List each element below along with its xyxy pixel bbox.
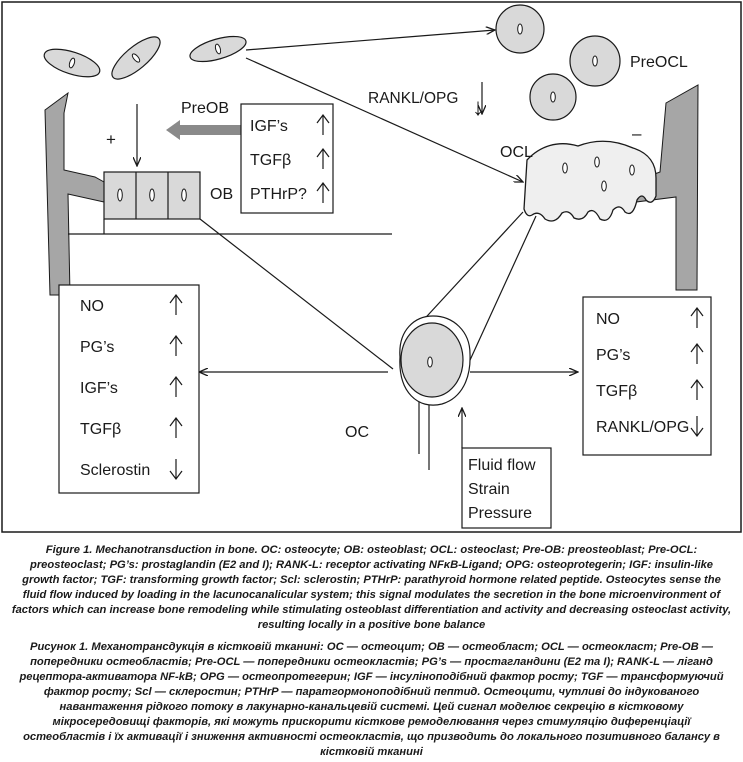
stimulus-label: Fluid flow <box>468 457 536 474</box>
up-arrow-icon <box>169 294 183 315</box>
up-arrow-icon <box>169 335 183 356</box>
up-arrow-icon <box>169 376 183 397</box>
up-arrow-icon <box>316 114 330 135</box>
oc-label: OC <box>345 424 369 441</box>
preob-cell-1 <box>43 48 101 78</box>
osteoblast-layer <box>103 171 201 220</box>
osteoclast <box>523 140 657 222</box>
preob-arrow-icon <box>166 120 242 140</box>
down-arrow-icon <box>690 416 704 437</box>
stimulus-label: Strain <box>468 481 510 498</box>
right-factors-name: PG’s <box>596 347 630 364</box>
figure-caption-english: Figure 1. Mechanotransduction in bone. O… <box>11 544 732 631</box>
up-arrow-icon <box>690 343 704 364</box>
rankl-opg-label: RANKL/OPG <box>368 90 458 107</box>
left-bone-arrow <box>44 91 105 296</box>
right-factors-name: TGFβ <box>596 383 637 400</box>
left-factors-name: IGF’s <box>80 380 118 397</box>
up-arrow-icon <box>316 148 330 169</box>
left-factors-name: Sclerostin <box>80 462 150 479</box>
preob-label: PreOB <box>181 100 229 117</box>
up-arrow-icon <box>690 307 704 328</box>
figure-frame <box>1 1 742 533</box>
plus-sign: + <box>106 130 116 149</box>
up-arrow-icon <box>690 379 704 400</box>
down-arrow-icon <box>169 459 183 480</box>
right-factors-name: RANKL/OPG <box>596 419 689 436</box>
minus-sign: – <box>632 124 642 143</box>
mechanotransduction-figure: PreOB + OB PreOCL RANKL/OPG ↓ OCL – OC I… <box>1 1 742 533</box>
preocl-label: PreOCL <box>630 54 688 71</box>
figure-caption-ukrainian: Рисунок 1. Механотрансдукція в кістковій… <box>19 641 724 758</box>
left-factors-name: PG’s <box>80 339 114 356</box>
preob-cell-2 <box>111 36 161 80</box>
right-factors-name: NO <box>596 311 620 328</box>
up-arrow-icon <box>169 417 183 438</box>
lacunocanalicular-lines <box>68 211 537 470</box>
ob-factors-name: TGFβ <box>250 152 291 169</box>
left-factors-name: NO <box>80 298 104 315</box>
preocl-cell-3 <box>529 73 577 121</box>
ob-factors-name: IGF’s <box>250 118 288 135</box>
preob-to-ocl-arrow <box>245 57 523 182</box>
up-arrow-icon <box>316 182 330 203</box>
preocl-cell-1 <box>495 4 545 54</box>
preocl-cell-2 <box>569 35 621 87</box>
down-arrow-glyph: ↓ <box>472 94 484 121</box>
ob-factors-name: PTHrP? <box>250 186 307 203</box>
left-factors-name: TGFβ <box>80 421 121 438</box>
stimulus-label: Pressure <box>468 505 532 522</box>
preob-cell-3 <box>189 35 247 63</box>
ocl-label: OCL <box>500 144 533 161</box>
osteocyte <box>399 315 471 406</box>
ob-label: OB <box>210 186 233 203</box>
preob-to-preocl-arrow <box>245 30 495 51</box>
